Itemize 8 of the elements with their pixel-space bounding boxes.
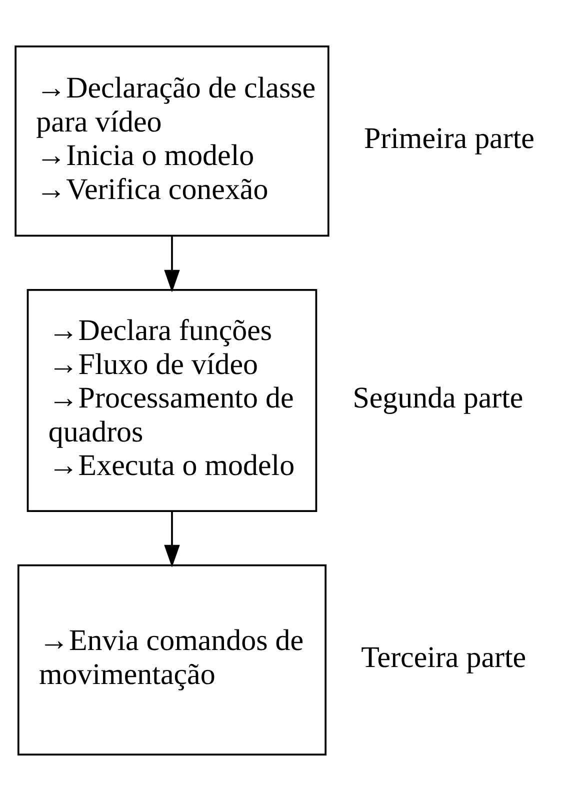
node-label: Primeira parte: [364, 122, 534, 155]
node-box: →Envia comandos de movimentação: [17, 564, 327, 755]
node-box: →Declaração de classe para vídeo →Inicia o modelo →Verifica conexão: [14, 45, 330, 236]
node-label: Segunda parte: [352, 381, 524, 414]
node-label: Terceira parte: [361, 640, 526, 674]
arrow: [164, 511, 180, 567]
arrow: [164, 236, 180, 292]
node-box: →Declara funções →Fluxo de vídeo →Processamento de quadros →Executa o modelo: [26, 288, 318, 512]
